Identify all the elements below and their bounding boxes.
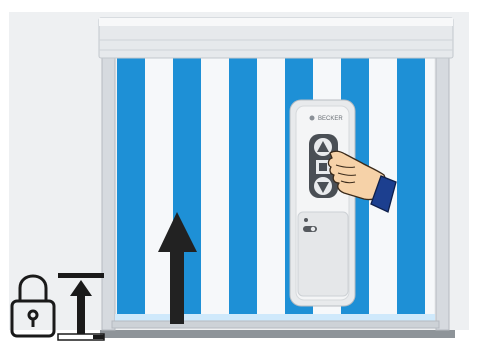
shutter-stripe [117,57,145,316]
remote-brand-label: BECKER [318,116,343,122]
left-guide-rail [102,55,115,330]
shutter-stripe [201,57,229,316]
bottom-bar [112,321,439,328]
indicator-led [304,218,308,222]
shutter-stripe [425,57,434,316]
remote-lower-panel [298,212,348,296]
shutter-stripe [145,57,173,316]
right-guide-rail [436,55,449,330]
becker-logo-icon [310,116,315,121]
shutter-stripe [229,57,257,316]
floor [100,330,455,338]
shutter-stripe [397,57,425,316]
shutter-cassette [99,18,453,58]
shutter-stripe [257,57,285,316]
remote-control: BECKER [290,100,355,306]
